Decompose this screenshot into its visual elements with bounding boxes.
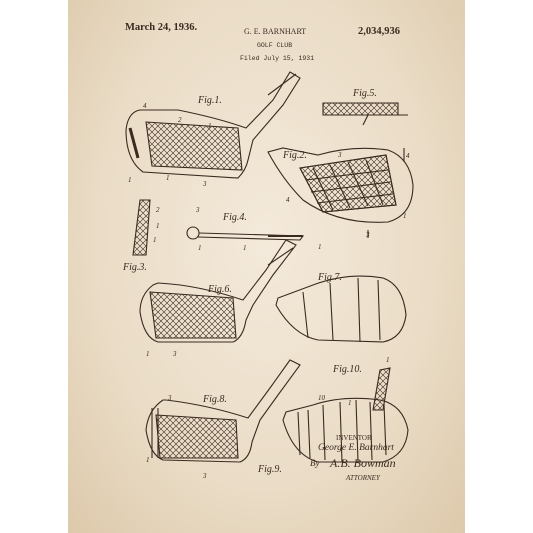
svg-text:1: 1 <box>166 174 170 182</box>
inventor-heading: G. E. BARNHART <box>244 27 307 36</box>
fig8-club-drawing <box>145 359 301 463</box>
patent-number: 2,034,936 <box>358 26 400 37</box>
fig6-club-drawing <box>139 239 297 343</box>
fig4-label: Fig.4. <box>222 212 247 223</box>
fig5-label: Fig.5. <box>352 88 377 99</box>
fig7-club-back <box>275 275 407 343</box>
fig2-club-face <box>267 147 414 238</box>
svg-text:4: 4 <box>406 152 410 160</box>
patent-drawings: Fig.1. Fig.5. Fig.2. Fig.3. Fig.4. Fig.6… <box>122 71 414 480</box>
svg-text:1: 1 <box>146 456 150 464</box>
svg-text:3: 3 <box>202 472 207 480</box>
svg-text:3: 3 <box>195 206 200 214</box>
svg-text:1: 1 <box>386 356 390 364</box>
patent-title: GOLF CLUB <box>257 42 293 49</box>
patent-date: March 24, 1936. <box>125 22 198 33</box>
fig8-label: Fig.8. <box>202 394 227 405</box>
svg-text:1: 1 <box>153 236 157 244</box>
svg-text:4: 4 <box>286 196 290 204</box>
fig5-cross-section <box>322 102 408 126</box>
svg-text:1: 1 <box>348 399 352 407</box>
svg-text:3: 3 <box>337 151 342 159</box>
by-caption: By <box>310 458 320 468</box>
svg-text:1: 1 <box>156 222 160 230</box>
fig10-insert <box>372 367 391 411</box>
fig3-insert <box>132 199 151 256</box>
svg-text:1: 1 <box>403 212 407 220</box>
svg-text:2: 2 <box>156 206 160 214</box>
attorney-signature: A.B. Bowman <box>330 456 396 470</box>
fig6-label: Fig.6. <box>207 284 232 295</box>
fig7-label: Fig.7. <box>317 272 342 283</box>
fig10-label: Fig.10. <box>332 364 362 375</box>
svg-text:4: 4 <box>143 102 147 110</box>
fig9-label: Fig.9. <box>257 464 282 475</box>
svg-text:10: 10 <box>318 394 326 402</box>
svg-text:3: 3 <box>202 180 207 188</box>
attorney-caption: ATTORNEY <box>346 474 380 482</box>
svg-text:1: 1 <box>243 244 247 252</box>
svg-text:1: 1 <box>198 244 202 252</box>
svg-text:1: 1 <box>128 176 132 184</box>
svg-text:3: 3 <box>167 394 172 402</box>
fig1-label: Fig.1. <box>197 95 222 106</box>
filed-date: Filed July 15, 1931 <box>240 55 315 62</box>
fig2-label: Fig.2. <box>282 150 307 161</box>
fig1-club-drawing <box>125 71 301 179</box>
inventor-caption: INVENTOR <box>336 434 372 442</box>
fig3-label: Fig.3. <box>122 262 147 273</box>
svg-text:3: 3 <box>172 350 177 358</box>
svg-text:1: 1 <box>318 243 322 251</box>
svg-text:1: 1 <box>146 350 150 358</box>
fig9-club-back <box>282 397 409 463</box>
svg-text:1: 1 <box>208 122 212 130</box>
patent-sheet: March 24, 1936. G. E. BARNHART 2,034,936… <box>68 0 465 533</box>
svg-text:3: 3 <box>365 231 370 239</box>
fig4-shaft-section <box>186 226 305 241</box>
inventor-signature: George E. Barnhart <box>318 443 394 453</box>
svg-text:2: 2 <box>178 116 182 124</box>
